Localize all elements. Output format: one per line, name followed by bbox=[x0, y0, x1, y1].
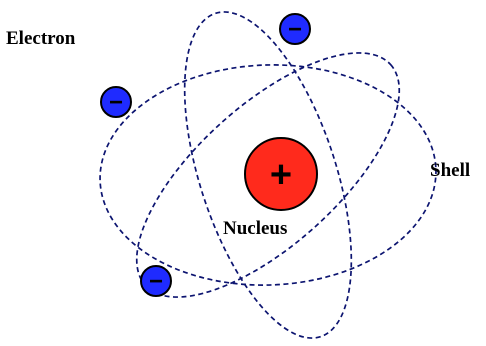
electron-minus-sign: − bbox=[149, 268, 163, 295]
electron-top: − bbox=[280, 14, 310, 44]
electron-bottom: − bbox=[141, 266, 171, 296]
electron-minus-sign: − bbox=[109, 89, 123, 116]
electron-left: − bbox=[101, 87, 131, 117]
shell-label: Shell bbox=[430, 160, 470, 181]
electron-label: Electron bbox=[6, 28, 76, 49]
nucleus-label: Nucleus bbox=[223, 218, 287, 239]
nucleus: + bbox=[245, 138, 317, 210]
electron-minus-sign: − bbox=[288, 16, 302, 43]
nucleus-plus-sign: + bbox=[270, 154, 292, 196]
